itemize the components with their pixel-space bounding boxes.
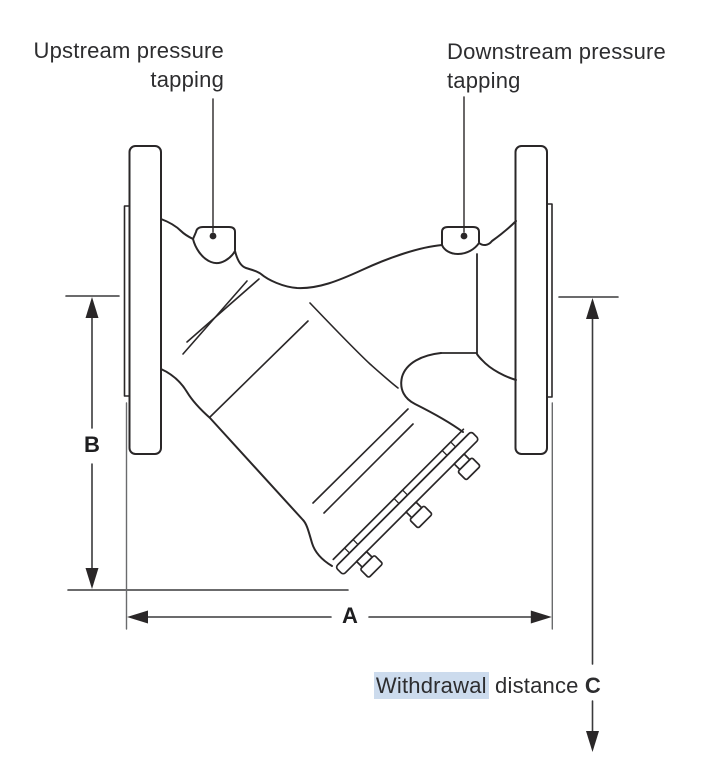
dimension-c xyxy=(558,296,619,752)
withdrawal-highlight: Withdrawal xyxy=(373,672,489,699)
pressure-boss-right xyxy=(441,226,480,246)
strainer-screen-lines xyxy=(182,278,414,514)
arrow-up xyxy=(586,298,599,319)
arrow-down xyxy=(586,731,599,752)
downstream-label-line1: Downstream pressure xyxy=(447,39,666,64)
cap-plate xyxy=(335,431,479,575)
pressure-boss-left xyxy=(192,226,236,251)
dimension-a xyxy=(125,402,553,630)
upstream-leader-dot xyxy=(209,232,217,240)
right-flange xyxy=(514,145,553,455)
left-flange xyxy=(123,145,162,455)
cap-bolt-1 xyxy=(355,550,383,578)
right-flange-body xyxy=(514,145,548,455)
arrow-down xyxy=(85,568,99,589)
valve-body-outline xyxy=(160,218,517,567)
arrow-left xyxy=(127,610,148,624)
left-flange-body xyxy=(128,145,162,455)
upstream-pressure-tapping-label: Upstream pressure tapping xyxy=(20,36,224,94)
dimension-c-label: C xyxy=(584,673,601,698)
dimension-b xyxy=(65,295,349,591)
arrow-up xyxy=(85,297,99,318)
upstream-label-line1: Upstream pressure xyxy=(33,38,224,63)
strainer-cap xyxy=(332,428,481,578)
downstream-leader-line xyxy=(460,96,468,240)
arrow-right xyxy=(530,610,552,624)
upstream-label-line2: tapping xyxy=(150,67,224,92)
downstream-pressure-tapping-label: Downstream pressure tapping xyxy=(447,37,687,95)
withdrawal-distance-label: Withdrawal distance C xyxy=(340,671,601,700)
dimension-b-label: B xyxy=(84,432,100,457)
withdrawal-rest-text: distance xyxy=(488,673,585,698)
downstream-label-line2: tapping xyxy=(447,68,521,93)
cap-bolt-2 xyxy=(405,501,433,529)
cap-bolt-3 xyxy=(453,453,481,481)
dimension-a-label: A xyxy=(342,603,358,628)
downstream-leader-dot xyxy=(460,232,468,240)
upstream-leader-line xyxy=(209,98,217,240)
